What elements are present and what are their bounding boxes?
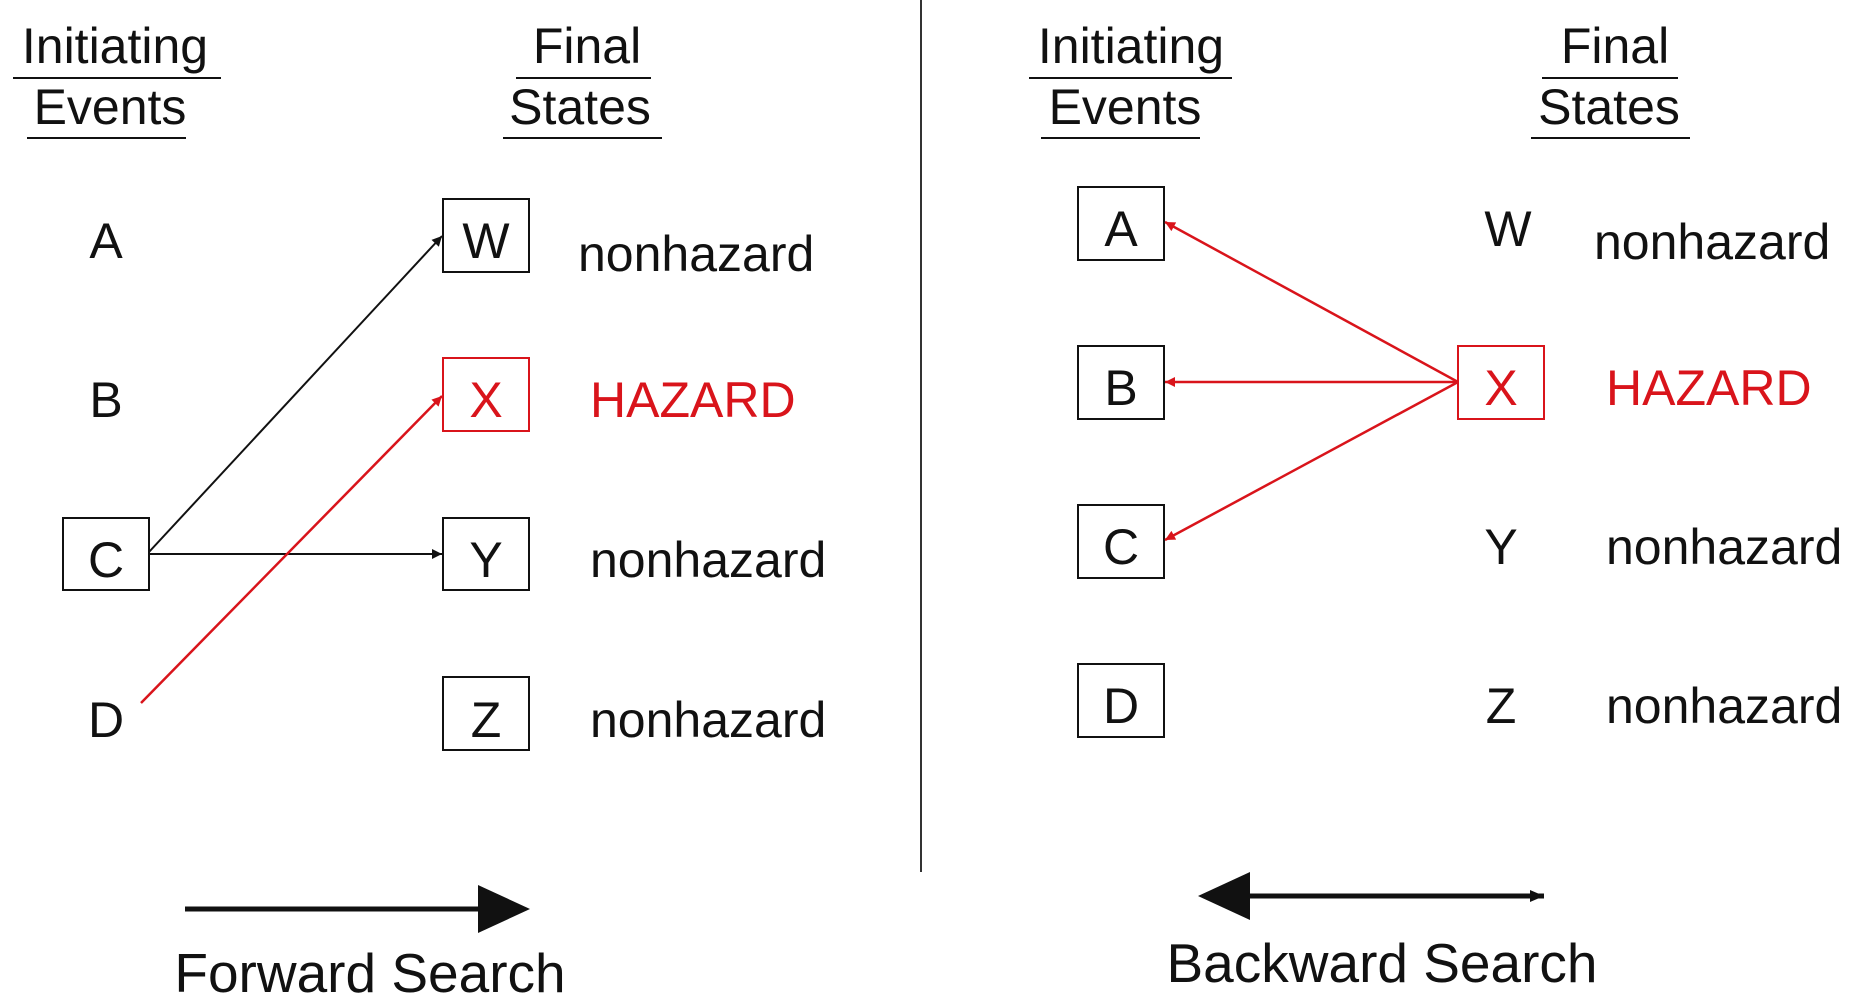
right-state-z: Z: [1486, 678, 1517, 734]
backward-search-caption: Backward Search: [1166, 932, 1597, 994]
forward-direction-arrowhead: [478, 885, 530, 933]
backward-direction-arrowhead: [1198, 872, 1250, 920]
left-state-z-box: [442, 676, 530, 751]
right-event-b: B: [1104, 360, 1137, 416]
arrow-x-to-a: [1164, 220, 1459, 384]
left-event-d: D: [88, 692, 124, 748]
right-event-c: C: [1103, 519, 1139, 575]
forward-search-caption: Forward Search: [174, 942, 565, 1004]
left-header-events-line2: Events: [34, 79, 187, 135]
left-label-w: nonhazard: [578, 226, 814, 282]
right-event-b-box: [1077, 345, 1165, 420]
right-header-states-line1: Final: [1561, 18, 1669, 74]
left-state-y: Y: [469, 532, 502, 588]
right-header-events-line2: Events: [1049, 79, 1202, 135]
left-state-x: X: [469, 372, 502, 428]
left-event-c: C: [88, 532, 124, 588]
arrow-x-to-c: [1164, 380, 1459, 542]
left-label-y: nonhazard: [590, 532, 826, 588]
backward-search-panel: Initiating Events Final States A B C D W…: [1029, 18, 1842, 994]
left-state-z: Z: [471, 692, 502, 748]
left-header-states-line1: Final: [533, 18, 641, 74]
backward-direction-tail-tick: [1530, 890, 1544, 902]
right-header-events-line1: Initiating: [1038, 18, 1224, 74]
arrow-d-to-x: [140, 395, 443, 704]
left-state-w-box: [442, 198, 530, 273]
right-header-states-line2: States: [1538, 79, 1680, 135]
right-label-x: HAZARD: [1606, 360, 1812, 416]
arrow-c-to-w: [148, 235, 443, 553]
right-event-a: A: [1104, 201, 1138, 257]
right-event-a-box: [1077, 186, 1165, 261]
right-event-d: D: [1103, 678, 1139, 734]
left-state-y-box: [442, 517, 530, 591]
right-state-y: Y: [1484, 519, 1517, 575]
left-label-x: HAZARD: [590, 372, 796, 428]
right-label-z: nonhazard: [1606, 678, 1842, 734]
left-state-x-box: [442, 357, 530, 432]
right-state-w: W: [1484, 201, 1532, 257]
left-header-states-line2: States: [509, 79, 651, 135]
left-event-b: B: [89, 372, 122, 428]
forward-search-panel: Initiating Events Final States A B C D W…: [13, 18, 826, 1004]
right-event-d-box: [1077, 663, 1165, 738]
left-state-w: W: [462, 213, 510, 269]
right-event-c-box: [1077, 504, 1165, 579]
right-label-w: nonhazard: [1594, 214, 1830, 270]
left-label-z: nonhazard: [590, 692, 826, 748]
left-header-events-line1: Initiating: [22, 18, 208, 74]
left-event-a: A: [89, 213, 123, 269]
right-state-x: X: [1484, 360, 1517, 416]
right-label-y: nonhazard: [1606, 519, 1842, 575]
